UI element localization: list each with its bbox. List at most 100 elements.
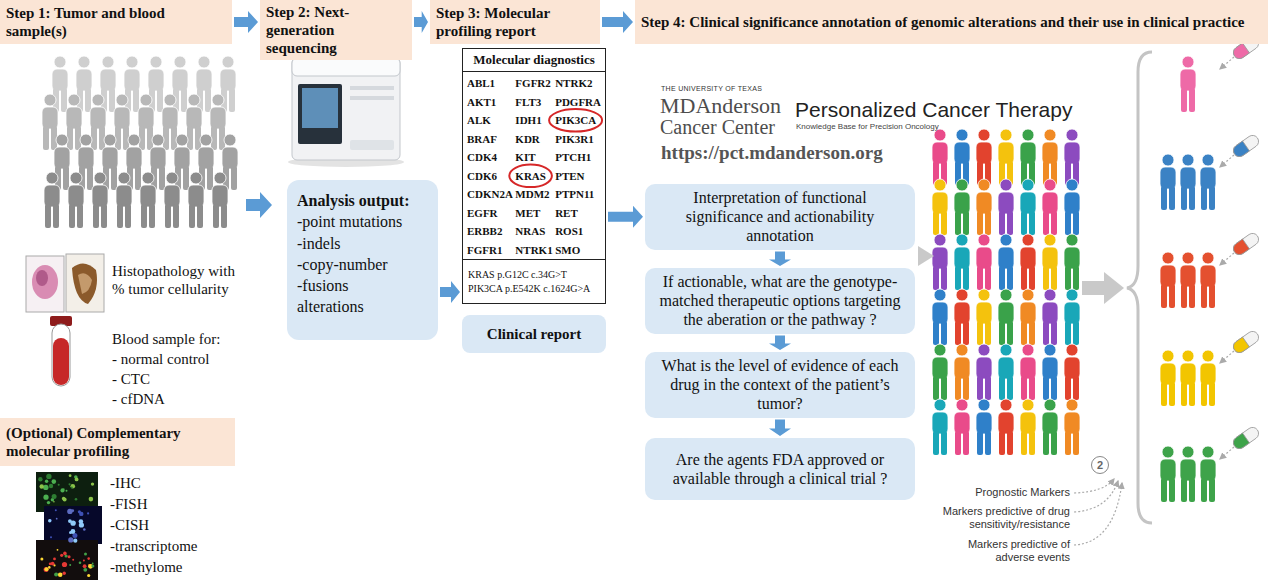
caption-text: Histopathology with % tumor cellularity <box>112 262 247 298</box>
person-head <box>1000 179 1012 191</box>
person-body <box>1020 247 1036 269</box>
person-leg <box>955 266 961 290</box>
person-leg <box>985 376 991 400</box>
person-leg <box>1161 186 1167 210</box>
person-leg <box>1029 321 1035 345</box>
person-leg <box>1065 376 1071 400</box>
gene-name: KIT <box>515 148 535 167</box>
cell-dot <box>75 478 79 482</box>
person-body <box>1160 167 1176 189</box>
bracket <box>1127 52 1152 523</box>
person-head <box>956 129 968 141</box>
person-body <box>1042 142 1058 164</box>
person-body <box>1064 302 1080 324</box>
gene-name: ROS1 <box>555 222 583 241</box>
person-body <box>954 412 970 434</box>
person-leg <box>1169 478 1175 502</box>
person-head <box>188 94 200 106</box>
url-text: https://pct.mdanderson.org <box>661 143 883 164</box>
person-body <box>1064 412 1080 434</box>
cell-dot <box>83 528 86 531</box>
question-box: What is the level of evidence of each dr… <box>645 352 915 418</box>
person-body <box>196 69 212 91</box>
person-leg <box>941 211 947 235</box>
gene-name: PDGFRA <box>555 93 601 112</box>
person-body <box>124 69 140 91</box>
sequencer-illustration <box>292 58 400 160</box>
person-leg <box>1189 186 1195 210</box>
person-leg <box>197 204 203 228</box>
person-head <box>152 134 164 146</box>
person-head <box>1022 234 1034 246</box>
pill <box>1231 231 1261 257</box>
person-leg <box>77 204 83 228</box>
person-leg <box>955 321 961 345</box>
person-body <box>44 185 60 207</box>
person-leg <box>43 126 49 150</box>
pill <box>1231 141 1249 159</box>
person-leg <box>1189 382 1195 406</box>
person-head <box>1022 129 1034 141</box>
cell-dot <box>71 521 76 526</box>
histology-slides <box>66 254 104 312</box>
person-leg <box>135 166 141 190</box>
person-body <box>1020 302 1036 324</box>
person-leg <box>1051 266 1057 290</box>
person-head <box>1066 179 1078 191</box>
cell-dot <box>69 483 71 485</box>
person-leg <box>1161 284 1167 308</box>
person-head <box>222 56 234 68</box>
cell-dot <box>63 552 67 556</box>
marker-leader <box>1074 483 1122 545</box>
person-leg <box>63 166 69 190</box>
person-head <box>1000 399 1012 411</box>
person-body <box>932 247 948 269</box>
logo-text: MDAnderson <box>660 95 781 117</box>
cell-dot <box>60 488 64 492</box>
person-body <box>932 192 948 214</box>
cell-dot <box>55 509 57 511</box>
person-leg <box>933 376 939 400</box>
gene-name: BRAF <box>467 130 497 149</box>
person-body <box>174 147 190 169</box>
cell-dot <box>60 554 63 557</box>
person-leg <box>1201 284 1207 308</box>
person-leg <box>963 266 969 290</box>
person-leg <box>955 431 961 455</box>
person-leg <box>1043 431 1049 455</box>
person-leg <box>69 204 75 228</box>
box-text: alterations <box>297 296 428 317</box>
cell-dot <box>67 509 72 514</box>
person-leg <box>1021 266 1027 290</box>
person-head <box>118 172 130 184</box>
person-leg <box>1189 478 1195 502</box>
box-text: (Optional) Complementary molecular profi… <box>6 424 229 460</box>
pill <box>1231 337 1249 355</box>
person-leg <box>1209 382 1215 406</box>
person-body <box>1200 167 1216 189</box>
person-leg <box>1065 266 1071 290</box>
person-leg <box>1169 382 1175 406</box>
step-header: Step 3: Molecular profiling report <box>430 0 600 44</box>
person-leg <box>1201 382 1207 406</box>
person-body <box>998 412 1014 434</box>
blood-tube <box>53 338 69 385</box>
person-body <box>932 142 948 164</box>
box-text: -copy-number <box>297 254 428 275</box>
person-leg <box>1021 211 1027 235</box>
person-leg <box>117 204 123 228</box>
person-body <box>220 69 236 91</box>
person-body <box>42 107 58 129</box>
person-leg <box>1161 382 1167 406</box>
person-leg <box>1051 431 1057 455</box>
person-head <box>128 134 140 146</box>
person-leg <box>977 431 983 455</box>
person-body <box>140 185 156 207</box>
person-head <box>1202 350 1214 362</box>
gene-grid: ABL1FGFR2NTRK2AKT1FLT3PDGFRAALKIDH1PIK3C… <box>463 72 605 259</box>
person-body <box>188 185 204 207</box>
person-body <box>976 357 992 379</box>
histology-slides <box>36 270 48 286</box>
cell-dot <box>52 494 57 499</box>
person-head <box>1022 289 1034 301</box>
